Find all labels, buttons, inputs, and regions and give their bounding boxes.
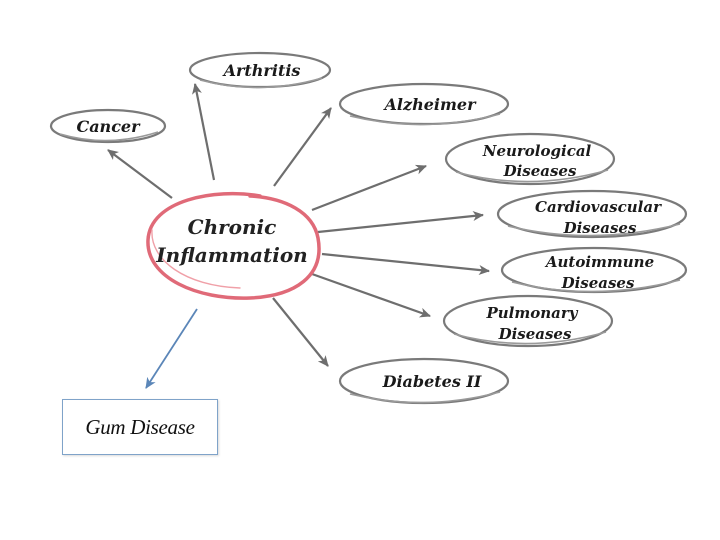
node-arthritis-label: Arthritis (222, 61, 301, 80)
node-autoimmune-shadow (511, 279, 681, 293)
node-pulmonary-ellipse (442, 294, 614, 348)
gum-disease-label: Gum Disease (85, 414, 195, 439)
node-cardiovascular: Cardiovascular Diseases (496, 189, 688, 239)
center-label-line1: Chronic (188, 215, 277, 239)
node-pulmonary: Pulmonary Diseases (442, 294, 614, 348)
arrow-to-arthritis (192, 83, 216, 181)
arrow-to-gum-disease (145, 308, 198, 389)
node-cardiovascular-label-line2: Diseases (563, 219, 637, 237)
node-cardiovascular-label-line1: Cardiovascular (535, 198, 662, 216)
gum-disease-box: Gum Disease (62, 399, 218, 455)
node-cancer-shadow (59, 131, 159, 142)
arrow-to-autoimmune (321, 252, 490, 275)
node-neurological-ellipse (444, 132, 616, 186)
node-cancer-label: Cancer (76, 117, 141, 136)
node-cancer: Cancer (49, 108, 167, 144)
node-diabetes-label: Diabetes II (382, 372, 482, 391)
arrow-to-cancer (107, 149, 173, 199)
arrow-to-cardiovascular (317, 211, 484, 234)
node-autoimmune-label-line2: Diseases (561, 274, 635, 292)
node-cardiovascular-shadow (507, 223, 681, 237)
center-ring-inner (151, 229, 241, 289)
arrows (107, 83, 490, 389)
arrow-to-diabetes (272, 297, 329, 367)
arrow-to-alzheimer (273, 107, 332, 187)
node-pulmonary-shadow (453, 331, 607, 345)
node-alzheimer: Alzheimer (338, 82, 510, 126)
node-cancer-ellipse (49, 108, 167, 144)
node-arthritis: Arthritis (188, 51, 332, 89)
arrow-to-neurological (311, 164, 427, 212)
node-arthritis-shadow (199, 77, 323, 89)
node-pulmonary-label-line1: Pulmonary (485, 304, 578, 322)
node-diabetes: Diabetes II (338, 357, 510, 405)
node-neurological-shadow (455, 169, 609, 183)
node-autoimmune-label-line1: Autoimmune (544, 253, 654, 271)
node-pulmonary-label-line2: Diseases (498, 325, 572, 343)
node-neurological-label-line2: Diseases (503, 162, 577, 180)
center-ring (146, 192, 321, 300)
center-label-line2: Inflammation (155, 243, 307, 267)
node-autoimmune: Autoimmune Diseases (500, 246, 688, 294)
node-neurological-label-line1: Neurological (482, 142, 592, 160)
node-cardiovascular-ellipse (496, 189, 688, 239)
center-node: Chronic Inflammation (146, 192, 321, 300)
node-alzheimer-label: Alzheimer (382, 95, 477, 114)
arrow-to-pulmonary (311, 272, 431, 318)
node-alzheimer-shadow (349, 113, 501, 126)
node-diabetes-shadow (349, 391, 501, 404)
node-neurological: Neurological Diseases (444, 132, 616, 186)
